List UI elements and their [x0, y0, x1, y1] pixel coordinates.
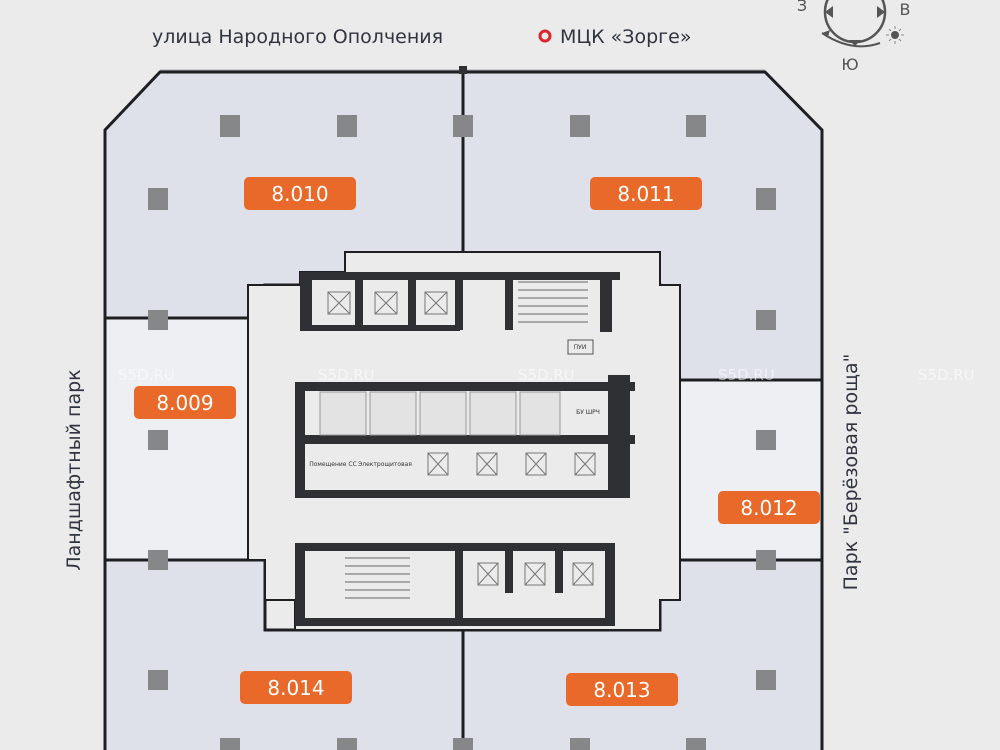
watermarks: S5D.RU S5D.RU S5D.RU S5D.RU S5D.RU [118, 366, 975, 384]
svg-text:S5D.RU: S5D.RU [318, 366, 375, 384]
street-top: улица Народного Ополчения [152, 26, 443, 48]
room-ss: Помещение СС [309, 461, 357, 468]
compass: З В Ю [797, 0, 911, 74]
room-electric: Электрощитовая [358, 461, 412, 468]
sun-icon [886, 26, 904, 44]
svg-text:8.012: 8.012 [740, 496, 797, 520]
metro-station: МЦК «Зорге» [560, 26, 691, 48]
building-core: ПУИ БУ ШРЧ Помещение СС Электрощитовая [247, 251, 681, 631]
svg-text:8.013: 8.013 [593, 678, 650, 702]
svg-text:8.009: 8.009 [156, 391, 213, 415]
room-shrch: БУ ШРЧ [576, 409, 600, 416]
svg-text:Ю: Ю [841, 55, 858, 74]
unit-8012-area[interactable] [658, 378, 824, 562]
svg-text:8.011: 8.011 [617, 182, 674, 206]
room-pui: ПУИ [574, 344, 587, 351]
svg-text:S5D.RU: S5D.RU [918, 366, 975, 384]
unit-label-8013[interactable]: 8.013 [566, 673, 678, 706]
svg-text:S5D.RU: S5D.RU [118, 366, 175, 384]
unit-label-8012[interactable]: 8.012 [718, 491, 820, 524]
unit-label-8009[interactable]: 8.009 [134, 386, 236, 419]
svg-text:8.014: 8.014 [267, 676, 324, 700]
street-left: Ландшафтный парк [63, 369, 85, 570]
unit-label-8014[interactable]: 8.014 [240, 671, 352, 704]
stairs-icons [345, 281, 588, 599]
facade-marker [459, 66, 467, 74]
columns [148, 115, 776, 750]
unit-label-8011[interactable]: 8.011 [590, 177, 702, 210]
svg-text:S5D.RU: S5D.RU [518, 366, 575, 384]
shafts [319, 391, 561, 436]
svg-text:В: В [900, 0, 911, 19]
elevator-icons [327, 291, 596, 586]
unit-8009-area[interactable] [103, 316, 267, 562]
svg-text:S5D.RU: S5D.RU [718, 366, 775, 384]
svg-text:8.010: 8.010 [271, 182, 328, 206]
svg-text:З: З [797, 0, 807, 15]
metro-icon [538, 29, 552, 43]
unit-label-8010[interactable]: 8.010 [244, 177, 356, 210]
street-right: Парк "Берёзовая роща" [840, 354, 862, 591]
